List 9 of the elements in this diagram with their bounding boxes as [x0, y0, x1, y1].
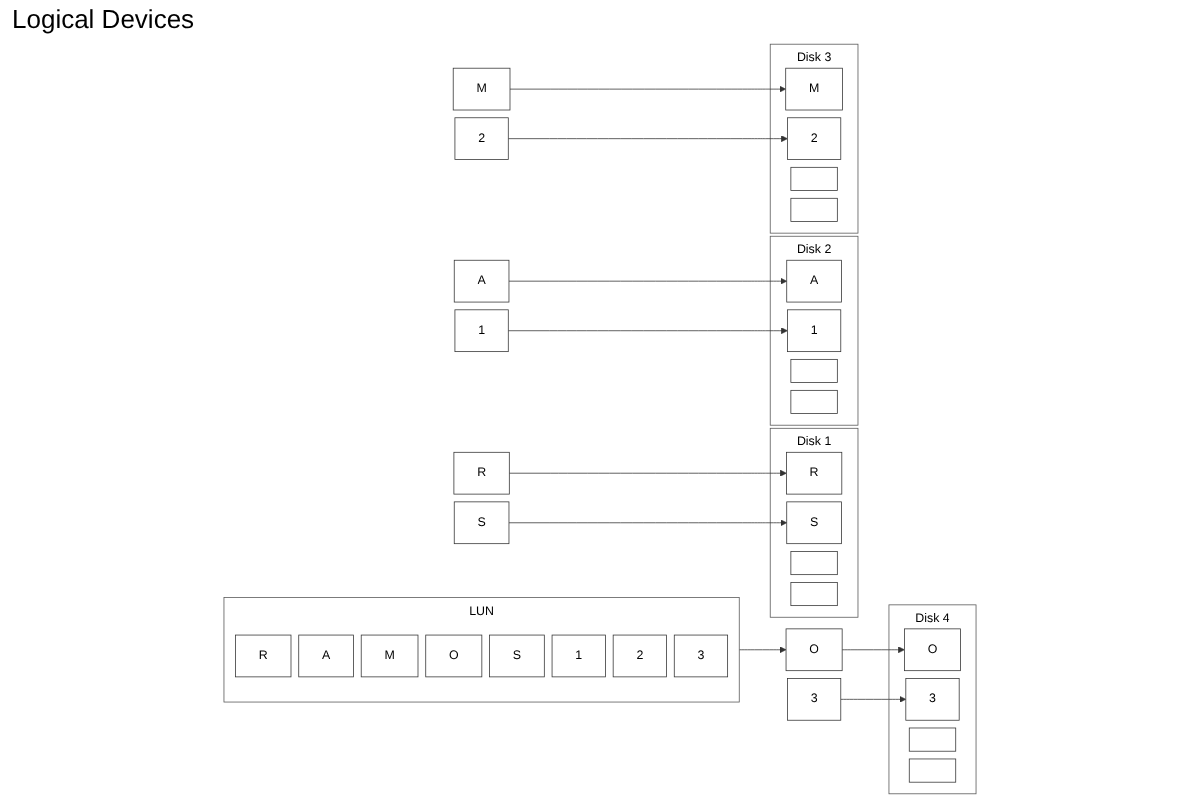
node-box	[790, 166, 838, 191]
node-box	[908, 727, 957, 752]
node-box	[790, 582, 838, 606]
node-box	[790, 359, 838, 383]
column-heading: Logical Devices	[12, 4, 195, 34]
node-box	[908, 758, 957, 783]
node-box	[790, 197, 838, 222]
node-box	[790, 551, 838, 576]
node-box	[790, 389, 838, 414]
